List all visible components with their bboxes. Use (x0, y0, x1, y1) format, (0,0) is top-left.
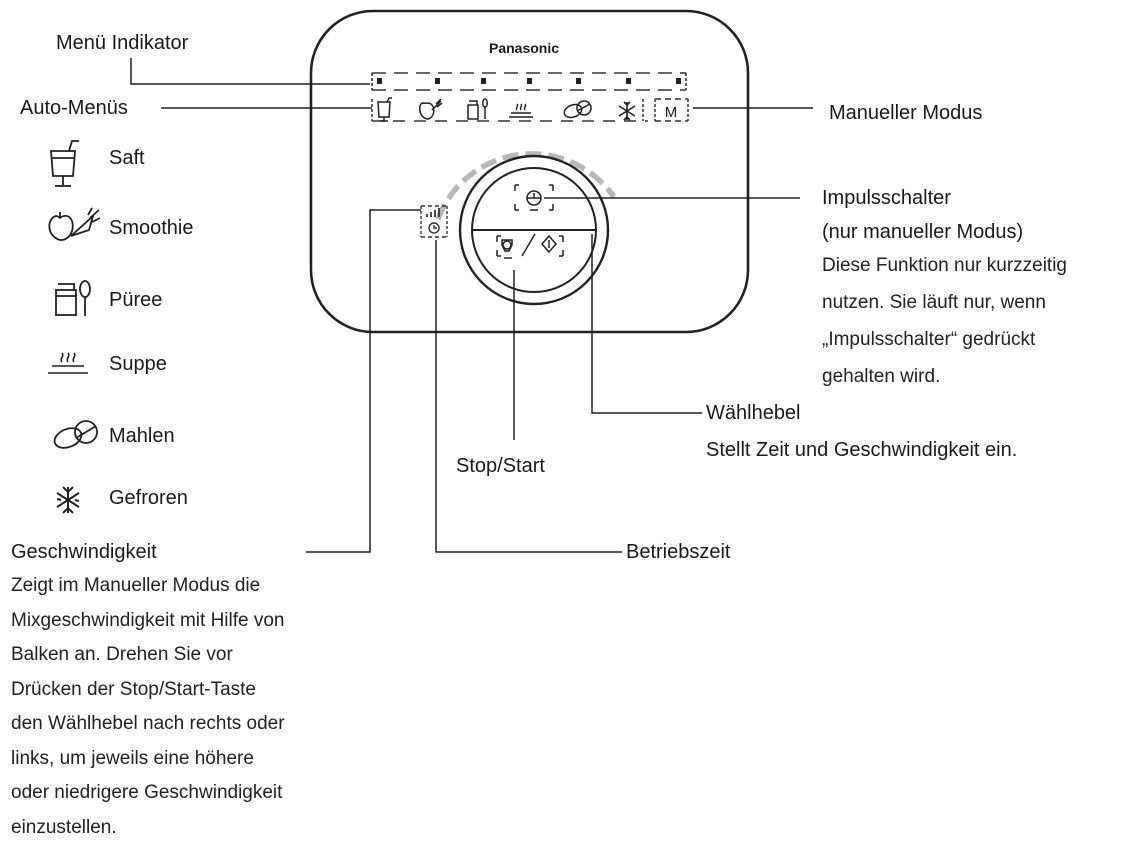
auto-menu-item-label: Smoothie (109, 217, 194, 239)
control-panel-outline (309, 9, 750, 334)
speed-description-line: links, um jeweils eine höhere (11, 747, 254, 769)
callout-lines (130, 58, 813, 553)
speed-description-line: Mixgeschwindigkeit mit Hilfe von (11, 609, 285, 631)
soup-bowl-icon (48, 352, 88, 374)
juice-cup-icon (50, 140, 79, 187)
auto-menus-label: Auto-Menüs (20, 97, 128, 119)
stop-start-label: Stop/Start (456, 455, 545, 477)
panel-smoothie-icon (418, 98, 443, 120)
auto-menu-item-label: Gefroren (109, 487, 188, 509)
speed-description-line: oder niedrigere Geschwindigkeit (11, 782, 283, 803)
menu-indicator-dots (377, 78, 681, 84)
speed-description-line: Zeigt im Manueller Modus die (11, 575, 261, 596)
panel-grind-icon (563, 100, 592, 119)
auto-menu-item-label: Mahlen (109, 425, 175, 447)
pulse-title-1: Impulsschalter (822, 187, 951, 209)
pulse-description-line: nutzen. Sie läuft nur, wenn (822, 292, 1046, 313)
auto-menu-item-label: Püree (109, 289, 163, 311)
panel-puree-icon (467, 98, 488, 120)
pulse-button[interactable] (514, 184, 554, 211)
speed-description-line: Balken an. Drehen Sie vor (11, 644, 233, 665)
selector-dial[interactable] (458, 154, 610, 306)
dial-description: Stellt Zeit und Geschwindigkeit ein. (706, 439, 1018, 461)
auto-menu-item-label: Saft (109, 147, 145, 169)
panel-frozen-icon (618, 101, 636, 121)
dial-range-arc (435, 151, 617, 220)
panel-juice-icon (377, 97, 392, 122)
pulse-description-line: „Impulsschalter“ gedrückt (822, 329, 1036, 350)
speed-description-line: einzustellen. (11, 816, 117, 838)
speed-title: Geschwindigkeit (11, 541, 157, 563)
panel-manual-key: M (665, 104, 678, 121)
auto-menu-item-label: Suppe (109, 353, 167, 375)
panel-soup-icon (509, 103, 533, 118)
dial-title: Wählhebel (706, 402, 801, 424)
pulse-description-line: Diese Funktion nur kurzzeitig (822, 255, 1067, 276)
speed-description-line: Drücken der Stop/Start-Taste (11, 678, 256, 700)
menu-indicator-bar (371, 72, 687, 91)
brand-logo: Panasonic (489, 40, 560, 56)
apple-carrot-icon (48, 207, 101, 241)
snowflake-icon (56, 486, 80, 514)
auto-menu-icon-row (371, 98, 689, 122)
speed-description-line: den Wählhebel nach rechts oder (11, 713, 285, 734)
jar-spoon-icon (55, 280, 91, 316)
menu-indicator-label: Menü Indikator (56, 32, 189, 54)
pulse-description-line: gehalten wird. (822, 366, 941, 387)
grind-beans-icon (53, 420, 98, 449)
runtime-title: Betriebszeit (626, 541, 731, 563)
stop-start-button[interactable] (496, 233, 564, 259)
pulse-title-2: (nur manueller Modus) (822, 221, 1024, 243)
manual-mode-label: Manueller Modus (829, 102, 983, 124)
speed-timer-indicator (420, 205, 448, 238)
